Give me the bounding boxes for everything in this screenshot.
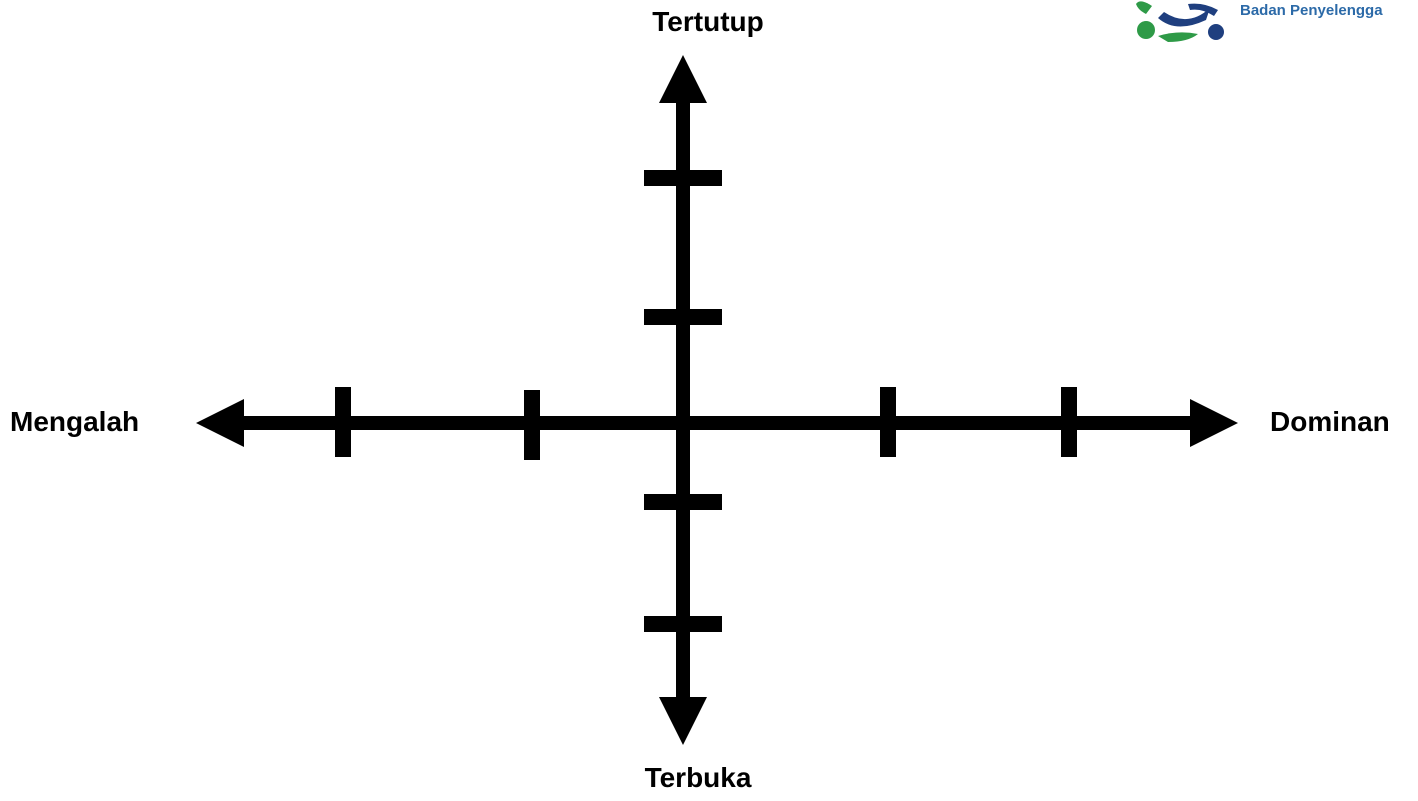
vertical-tick [644, 494, 722, 510]
organization-logo: Badan Penyelengga [1128, 0, 1418, 44]
horizontal-tick [335, 387, 351, 457]
right-arrowhead [1190, 399, 1238, 447]
logo-text: Badan Penyelengga [1240, 2, 1383, 19]
horizontal-tick [1061, 387, 1077, 457]
top-arrowhead [659, 55, 707, 103]
axis-label-top: Tertutup [652, 6, 764, 37]
horizontal-tick [880, 387, 896, 457]
axis-label-bottom: Terbuka [644, 762, 752, 793]
logo-mark-icon [1136, 1, 1224, 42]
bottom-arrowhead [659, 697, 707, 745]
vertical-tick [644, 170, 722, 186]
left-arrowhead [196, 399, 244, 447]
horizontal-tick [524, 390, 540, 460]
vertical-tick [644, 309, 722, 325]
vertical-tick [644, 616, 722, 632]
axis-label-right: Dominan [1270, 406, 1390, 437]
axis-label-left: Mengalah [10, 406, 140, 437]
